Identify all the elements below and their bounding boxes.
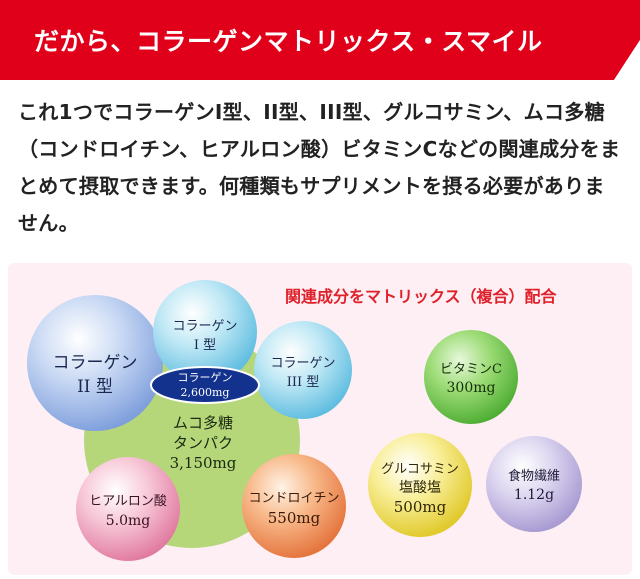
- glucosamine-name: グルコサミン: [381, 462, 459, 477]
- hyaluronic-acid-ball: ヒアルロン酸 5.0mg: [76, 457, 180, 561]
- collagen-type1-ball: コラーゲン I 型: [153, 280, 257, 384]
- header-banner: だから、コラーゲンマトリックス・スマイル: [0, 0, 640, 80]
- hyaluronic-acid-name: ヒアルロン酸: [89, 494, 167, 509]
- collagen-total-ellipse: コラーゲン 2,600mg: [150, 366, 260, 404]
- collagen-type3-ball: コラーゲン III 型: [254, 321, 352, 419]
- collagen-total-name: コラーゲン: [178, 371, 233, 384]
- collagen-type3-name: コラーゲン: [270, 356, 335, 371]
- glucosamine-salt: 塩酸塩: [399, 480, 441, 496]
- dietary-fiber-name: 食物繊維: [508, 468, 560, 484]
- dietary-fiber-ball: 食物繊維 1.12g: [486, 436, 582, 532]
- glucosamine-amount: 500mg: [394, 498, 447, 516]
- collagen-type1-name: コラーゲン: [172, 319, 237, 334]
- chondroitin-ball: コンドロイチン 550mg: [242, 454, 346, 558]
- mucopolysaccharide-amount: 3,150mg: [170, 454, 237, 472]
- panel-title: 関連成分をマトリックス（複合）配合: [285, 287, 557, 306]
- vitamin-c-amount: 300mg: [447, 380, 496, 396]
- glucosamine-ball: グルコサミン 塩酸塩 500mg: [368, 433, 472, 537]
- vitamin-c-ball: ビタミンC 300mg: [424, 330, 518, 424]
- collagen-type3-type: III 型: [287, 375, 320, 390]
- chondroitin-name: コンドロイチン: [248, 491, 339, 506]
- mucopolysaccharide-name: ムコ多糖: [173, 414, 233, 432]
- description-text: これ1つでコラーゲンI型、II型、III型、グルコサミン、ムコ多糖（コンドロイチ…: [18, 100, 621, 235]
- collagen-type2-name: コラーゲン: [53, 353, 138, 373]
- hyaluronic-acid-amount: 5.0mg: [106, 513, 151, 529]
- collagen-total-amount: 2,600mg: [181, 386, 230, 399]
- collagen-type1-type: I 型: [194, 338, 216, 353]
- collagen-type2-ball: コラーゲン II 型: [27, 295, 163, 431]
- mucopolysaccharide-protein: タンパク: [173, 434, 233, 452]
- dietary-fiber-amount: 1.12g: [514, 487, 554, 503]
- banner-title: だから、コラーゲンマトリックス・スマイル: [34, 27, 543, 56]
- banner-background: [0, 0, 640, 80]
- collagen-type2-type: II 型: [77, 377, 113, 397]
- chondroitin-amount: 550mg: [268, 509, 321, 527]
- vitamin-c-name: ビタミンC: [440, 362, 502, 377]
